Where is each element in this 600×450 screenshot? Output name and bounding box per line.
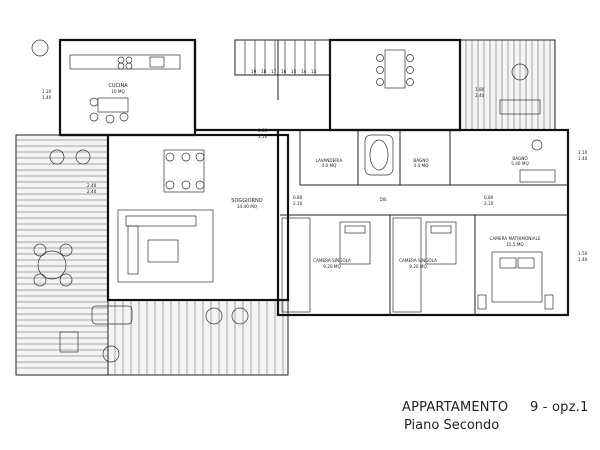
stair-step-14: 14	[301, 69, 307, 74]
dim-right-window-2-w: 1.50	[578, 251, 588, 256]
master-bedroom-label: CAMERA MATRIMONIALE	[490, 236, 541, 241]
single-bedroom-1: CAMERA SINGOLA 9.20 MQ	[281, 217, 371, 313]
dim-door-2-w: 0.80	[484, 195, 494, 200]
dim-door-3-w: 0.80	[258, 128, 268, 133]
living-room: SOGGIORNO 34.40 MQ	[117, 149, 263, 283]
single-bedroom-1-label: CAMERA SINGOLA	[313, 258, 351, 263]
apartment-title: APPARTAMENTO 9 - opz.1	[402, 400, 588, 415]
dim-living-window-h: 2.40	[87, 189, 97, 194]
master-bedroom-area: 15.5 MQ	[506, 242, 524, 247]
stair-step-13: 13	[311, 69, 317, 74]
dim-top-right-window-h: 2.40	[475, 93, 485, 98]
dimension-labels: 1.20 1.40 2.40 2.40 1.80 2.40 1.10 1.40 …	[42, 87, 588, 262]
dim-right-window-1-w: 1.10	[578, 150, 588, 155]
dim-door-1-h: 2.10	[293, 201, 303, 206]
bathroom-1-area: 4.4 MQ	[414, 163, 430, 168]
dining-area	[376, 49, 541, 115]
kitchen-area: 10 MQ	[111, 89, 125, 94]
apartment-label: APPARTAMENTO	[402, 400, 509, 415]
stair-step-18: 18	[261, 69, 267, 74]
floor-label: Piano Secondo	[404, 418, 500, 433]
top-right-terrace	[459, 39, 556, 131]
kitchen-label: CUCINA	[108, 83, 128, 89]
dim-kitchen-window-h: 1.40	[42, 95, 52, 100]
laundry-label: LAVANDERIA	[316, 158, 343, 163]
single-bedroom-2: CAMERA SINGOLA 9.20 MQ	[392, 217, 457, 313]
laundry-area: 4.0 MQ	[322, 163, 338, 168]
master-bedroom: CAMERA MATRIMONIALE 15.5 MQ	[477, 236, 554, 310]
dim-door-1-w: 0.80	[293, 195, 303, 200]
dim-door-3-h: 2.10	[258, 134, 268, 139]
dim-right-window-1-h: 1.40	[578, 156, 588, 161]
living-area: 34.40 MQ	[237, 204, 258, 209]
walls	[58, 38, 570, 317]
dim-living-window-w: 2.40	[87, 183, 97, 188]
kitchen: CUCINA 10 MQ	[69, 54, 181, 124]
laundry: LAVANDERIA 4.0 MQ	[316, 158, 343, 168]
dim-door-2-h: 2.10	[484, 201, 494, 206]
dim-kitchen-window-w: 1.20	[42, 89, 52, 94]
bathroom-2: BAGNO 5.40 MQ	[511, 139, 556, 183]
living-label: SOGGIORNO	[231, 198, 262, 204]
dim-top-right-window-w: 1.80	[475, 87, 485, 92]
bathroom-2-area: 5.40 MQ	[511, 161, 529, 166]
stair-step-15: 15	[291, 69, 297, 74]
hallway-label: DIS	[379, 197, 386, 202]
single-bedroom-2-label: CAMERA SINGOLA	[399, 258, 437, 263]
bathroom-2-label: BAGNO	[512, 156, 528, 161]
stair-step-19: 19	[251, 69, 257, 74]
stair-step-17: 17	[271, 69, 277, 74]
stair: 19 18 17 16 15 14 13	[234, 39, 331, 76]
bathroom-1-label: BAGNO	[413, 158, 429, 163]
single-bedroom-1-area: 9.20 MQ	[323, 264, 341, 269]
dim-right-window-2-h: 1.40	[578, 257, 588, 262]
left-terrace	[15, 134, 289, 376]
terrace-furniture	[31, 39, 249, 363]
bathroom-1: BAGNO 4.4 MQ	[364, 134, 430, 176]
apartment-number: 9 - opz.1	[530, 400, 589, 415]
stair-step-16: 16	[281, 69, 287, 74]
single-bedroom-2-area: 9.20 MQ	[409, 264, 427, 269]
